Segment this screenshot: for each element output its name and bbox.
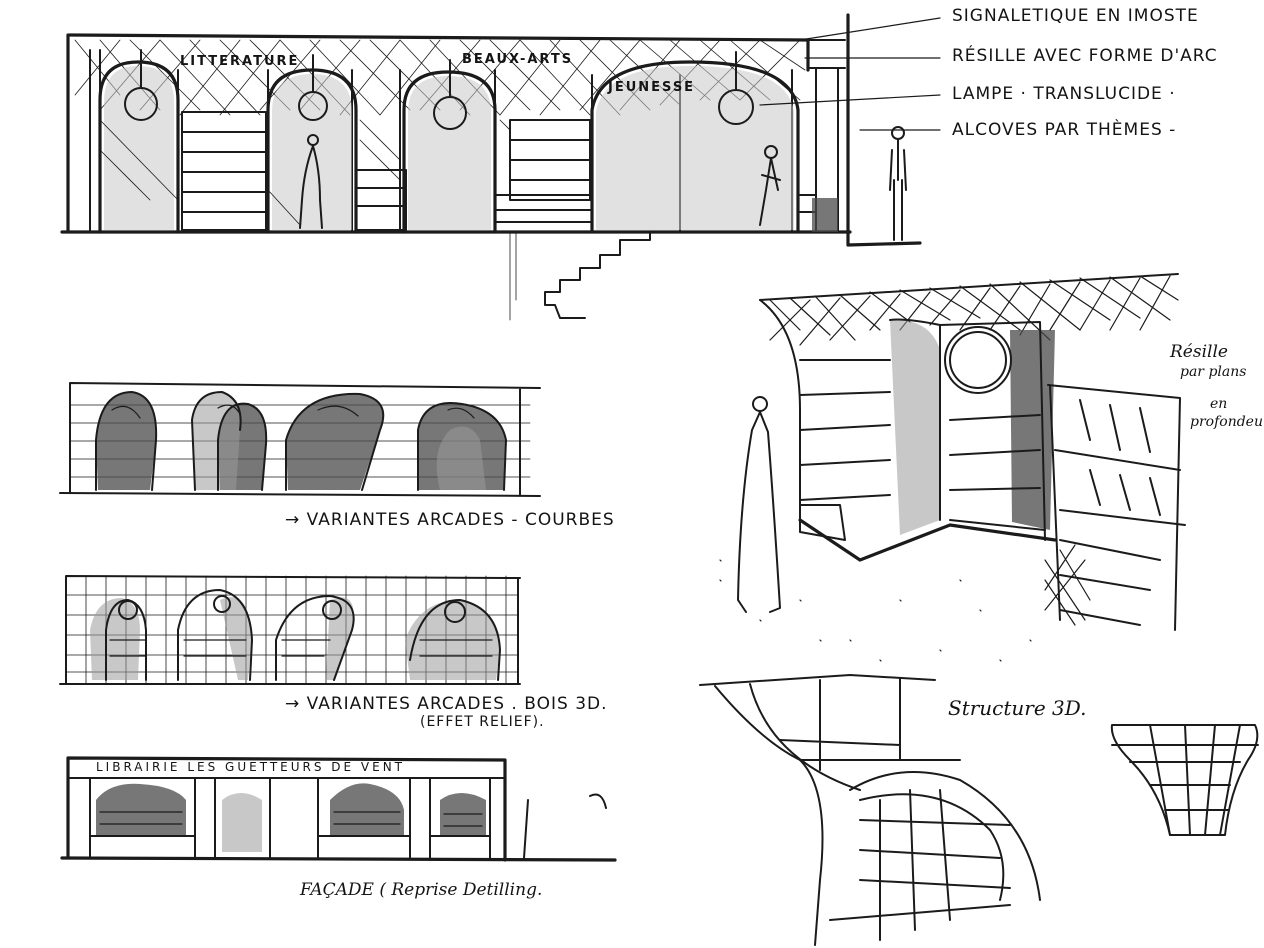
variant-3d-wood: [59, 575, 521, 685]
note-profondeur: profondeur: [1190, 414, 1264, 430]
caption-variants-wood-sub: (EFFET RELIEF).: [420, 714, 545, 730]
annotation-leaders: [759, 17, 941, 131]
shelving: [181, 111, 817, 231]
note-structure-3d: Structure 3D.: [948, 696, 1087, 720]
caption-variants-curves: → VARIANTES ARCADES - COURBES: [285, 510, 615, 530]
sign-jeunesse: JEUNESSE: [608, 80, 696, 95]
structure-3d: [699, 674, 1259, 946]
note-par-plans: par plans: [1180, 364, 1247, 380]
facade-sign: LIBRAIRIE LES GUETTEURS DE VENT: [96, 760, 406, 774]
structure-3d-small: [1110, 724, 1259, 836]
annotation-lamp: LAMPE · TRANSLUCIDE ·: [952, 84, 1176, 104]
caption-variants-wood: → VARIANTES ARCADES . BOIS 3D.: [285, 694, 608, 714]
annotation-signage: SIGNALETIQUE EN IMOSTE: [952, 6, 1199, 26]
pendant-lamps: [124, 49, 754, 130]
facade-sketch: [60, 756, 617, 862]
note-en: en: [1210, 396, 1228, 412]
annotation-alcoves: ALCOVES PAR THÈMES -: [952, 120, 1177, 140]
sign-beaux-arts: BEAUX-ARTS: [462, 52, 574, 67]
sign-litterature: LITTERATURE: [180, 54, 300, 69]
interior-elevation: [60, 13, 941, 321]
annotation-lattice: RÉSILLE AVEC FORME D'ARC: [952, 46, 1218, 66]
perspective-figure: [737, 396, 781, 613]
variant-curved-arcades: [59, 382, 541, 497]
human-figure: [299, 126, 907, 241]
caption-facade: FAÇADE ( Reprise Detilling.: [300, 880, 543, 900]
note-resille: Résille: [1170, 342, 1228, 362]
alcove-perspective: [719, 273, 1186, 662]
